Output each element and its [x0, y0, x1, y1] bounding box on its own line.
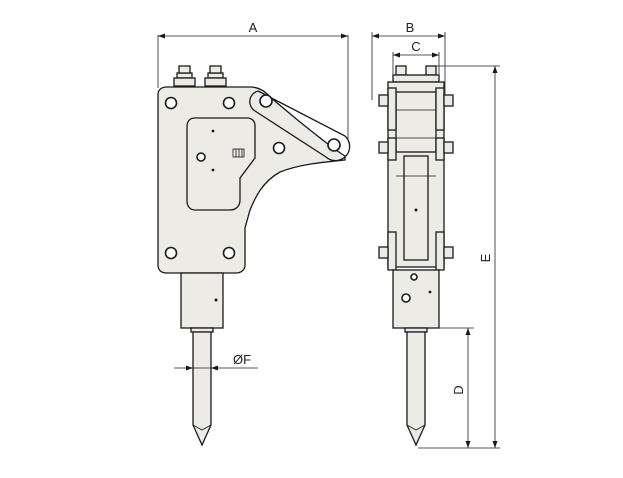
window-hole [196, 152, 206, 162]
side-nuts [378, 94, 454, 259]
mount-hole [222, 96, 236, 110]
side-frame [387, 81, 445, 268]
mount-hole [164, 96, 178, 110]
dimension-e: E [418, 65, 500, 449]
dimension-b: B [371, 20, 446, 100]
link-plate [249, 90, 351, 162]
chisel [192, 331, 212, 447]
dimension-c: C [392, 39, 440, 75]
top-bolt-right [204, 65, 227, 87]
dimension-label-d: D [451, 385, 466, 394]
dimension-f: ØF [174, 352, 258, 371]
inspection-window [186, 117, 256, 211]
mount-hole [164, 246, 178, 260]
side-bolt [395, 65, 407, 76]
side-bolt [425, 65, 437, 76]
dimension-a: A [157, 20, 349, 140]
dimension-label-c: C [411, 39, 420, 54]
top-bolt-left [173, 65, 196, 87]
dimension-label-f: ØF [233, 352, 251, 367]
side-view [378, 65, 454, 447]
mount-hole [222, 246, 236, 260]
valve-block [232, 148, 245, 158]
front-view [157, 65, 351, 447]
side-chisel [406, 331, 426, 447]
dimension-label-a: A [249, 20, 258, 35]
dimension-label-b: B [406, 20, 415, 35]
mount-hole [272, 141, 286, 155]
side-cylinder [392, 269, 440, 329]
breaker-body [157, 86, 346, 274]
dimension-d: D [427, 327, 474, 448]
dimension-label-e: E [478, 253, 493, 262]
